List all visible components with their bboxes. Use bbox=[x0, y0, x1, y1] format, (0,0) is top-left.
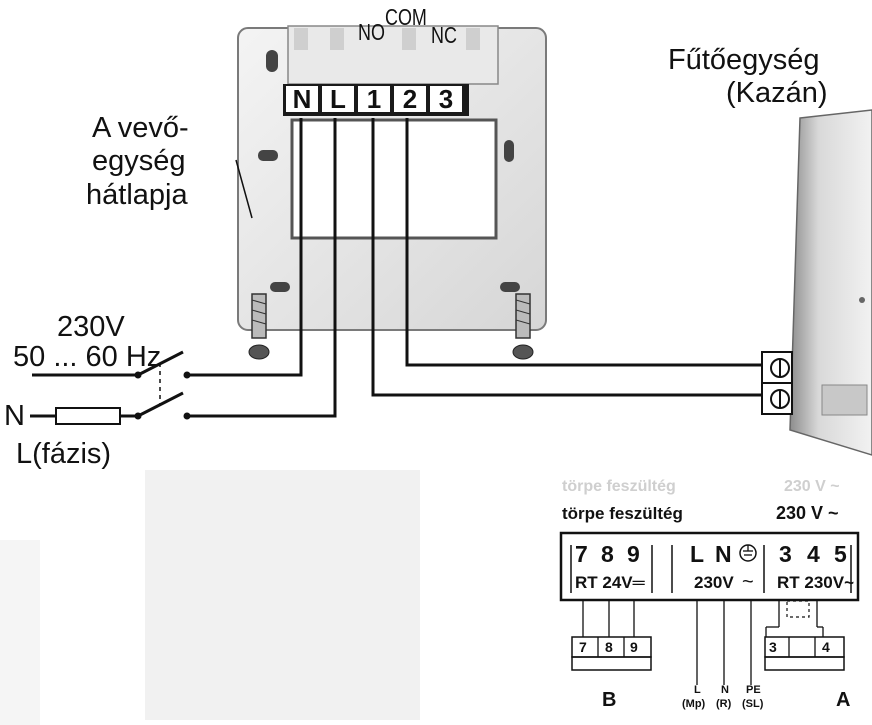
receiver-back-plate bbox=[235, 25, 547, 331]
neutral-label: N bbox=[4, 400, 25, 432]
wire-pe-label: PE bbox=[746, 684, 761, 696]
wire-l bbox=[187, 118, 337, 418]
terminal-header-left: törpe feszültég bbox=[562, 504, 683, 523]
wire-n bbox=[187, 118, 303, 377]
sub-b-terminal-9: 9 bbox=[630, 639, 638, 655]
lv-terminal-8: 8 bbox=[601, 541, 614, 567]
wire-n-sublabel: (R) bbox=[716, 698, 732, 710]
mains-terminal-l: L bbox=[690, 541, 705, 567]
wire-pe-sublabel: (SL) bbox=[742, 698, 764, 710]
terminal-n: N bbox=[286, 86, 318, 112]
boiler-label-line2: (Kazán) bbox=[726, 77, 828, 109]
rt-terminal-5: 5 bbox=[834, 541, 847, 567]
switch-contact bbox=[183, 371, 191, 379]
back-plate-label-line2: egység bbox=[92, 145, 186, 177]
terminal-strip: N L 1 2 3 bbox=[286, 86, 468, 114]
supply-frequency-label: 50 ... 60 Hz bbox=[13, 341, 162, 373]
mains-ac-symbol: ~ bbox=[742, 571, 754, 593]
fuse-symbol bbox=[55, 407, 121, 425]
rt-terminal-4: 4 bbox=[807, 541, 820, 567]
switch-contact bbox=[134, 412, 142, 420]
terminal-1: 1 bbox=[358, 86, 390, 112]
wire-terminal-2 bbox=[405, 118, 762, 367]
lv-caption: RT 24V═ bbox=[575, 573, 645, 592]
wire-l-sublabel: (Mp) bbox=[682, 698, 706, 710]
relay-no-label: NO bbox=[358, 19, 385, 45]
block-b-label: B bbox=[602, 689, 617, 711]
boiler-label-line1: Fűtőegység bbox=[668, 44, 820, 76]
switch-bottom bbox=[137, 391, 184, 418]
sub-b-terminal-8: 8 bbox=[605, 639, 613, 655]
rt-terminal-3: 3 bbox=[779, 541, 792, 567]
relay-nc-label: NC bbox=[431, 22, 457, 48]
lv-terminal-7: 7 bbox=[575, 541, 588, 567]
boiler-unit bbox=[761, 109, 872, 456]
terminal-l: L bbox=[322, 86, 354, 112]
back-plate-label-line1: A vevő- bbox=[92, 112, 189, 144]
block-a-label: A bbox=[836, 689, 851, 711]
mains-caption: 230V bbox=[694, 573, 734, 592]
background-ghost-text bbox=[0, 470, 420, 725]
mounting-screw-left bbox=[248, 293, 270, 360]
mounting-screw-right bbox=[512, 293, 534, 360]
relay-com-label: COM bbox=[385, 4, 427, 30]
phase-label: L(fázis) bbox=[16, 438, 112, 470]
back-plate-label-line3: hátlapja bbox=[86, 179, 188, 211]
wire-n-label: N bbox=[721, 684, 729, 696]
terminal-header-right: 230 V ~ bbox=[776, 503, 839, 523]
mains-terminal-n: N bbox=[715, 541, 732, 567]
supply-voltage-label: 230V bbox=[57, 311, 125, 343]
terminal-header-ghost-right: 230 V ~ bbox=[784, 478, 840, 495]
sub-a-terminal-4: 4 bbox=[822, 639, 830, 655]
terminal-2: 2 bbox=[394, 86, 426, 112]
switch-contact bbox=[183, 412, 191, 420]
switch-contact bbox=[134, 371, 142, 379]
wiring bbox=[30, 118, 762, 418]
terminal-block bbox=[559, 531, 860, 685]
sub-a-terminal-3: 3 bbox=[769, 639, 777, 655]
terminal-3: 3 bbox=[430, 86, 462, 112]
terminal-header-ghost-left: törpe feszültég bbox=[562, 478, 676, 495]
wire-l-label: L bbox=[694, 684, 701, 696]
sub-b-terminal-7: 7 bbox=[579, 639, 587, 655]
wire-terminal-1 bbox=[371, 118, 762, 397]
lv-terminal-9: 9 bbox=[627, 541, 640, 567]
rt-caption: RT 230V~ bbox=[777, 573, 855, 592]
